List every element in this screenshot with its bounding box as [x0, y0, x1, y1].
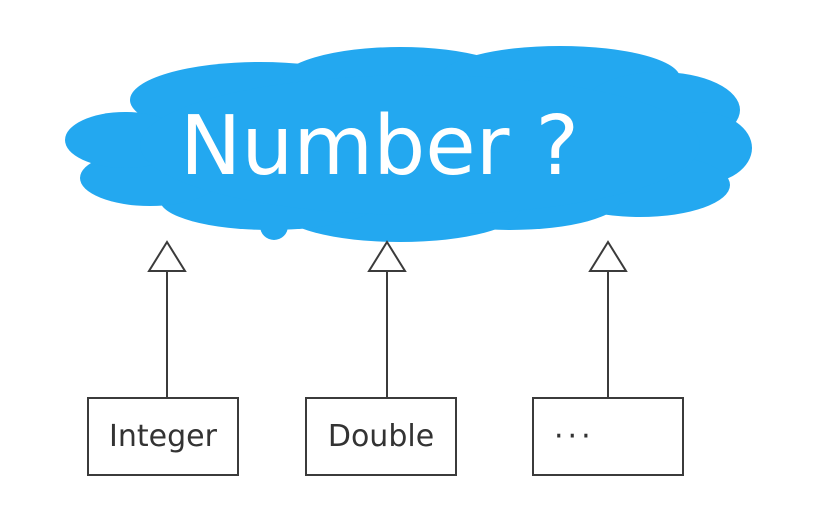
subtype-label-double: Double [327, 419, 435, 454]
subtype-box-integer: Integer [87, 397, 239, 476]
cloud-label: Number ? [180, 99, 579, 194]
inheritance-arrow-double [367, 240, 407, 397]
inheritance-arrow-integer [147, 240, 187, 397]
cloud-shape [65, 46, 752, 242]
subtype-box-more: ··· [532, 397, 684, 476]
subtype-label-integer: Integer [109, 419, 217, 454]
inheritance-arrow-more [588, 240, 628, 397]
subtype-label-more: ··· [554, 419, 595, 454]
subtype-box-double: Double [305, 397, 457, 476]
